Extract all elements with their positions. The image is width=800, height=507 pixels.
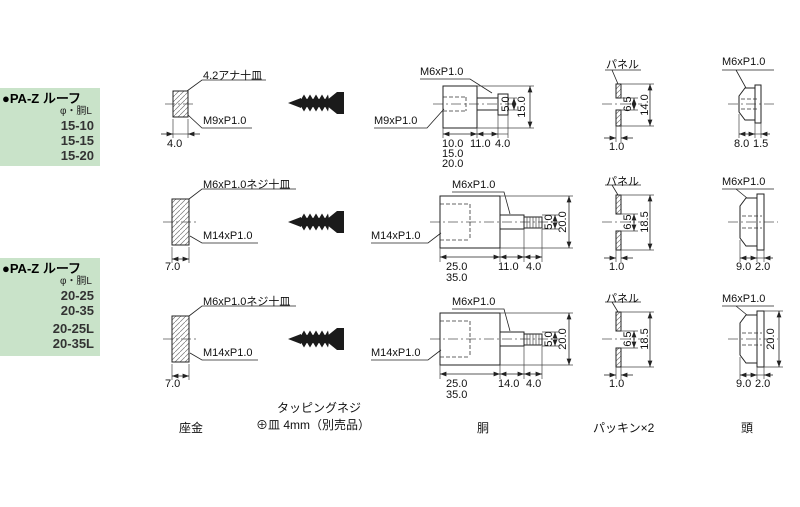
row1-washer-drawing bbox=[161, 79, 266, 138]
row2-washer-width-dim: 7.0 bbox=[165, 261, 181, 273]
product-size: 20-25 bbox=[60, 288, 94, 303]
row1-head-thread-label: M6xP1.0 bbox=[722, 56, 766, 68]
row2-head-thread-label: M6xP1.0 bbox=[722, 176, 766, 188]
row3-body-mid-dim: 14.0 bbox=[498, 378, 520, 390]
row1-panel-thickness-dim: 1.0 bbox=[609, 141, 625, 153]
row2-body-length-b-dim: 35.0 bbox=[446, 272, 468, 284]
row1-head-lip-dim: 1.5 bbox=[753, 138, 769, 150]
row2-head-width-dim: 9.0 bbox=[736, 261, 752, 273]
row1-body-mid-dim: 11.0 bbox=[470, 138, 491, 150]
row2-body-thread-label: M6xP1.0 bbox=[452, 179, 496, 191]
row3-panel-height-dim: 18.5 bbox=[639, 328, 651, 350]
product-block-1: ●PA-Z ルーフ φ・胴L 15-10 15-15 15-20 bbox=[0, 88, 100, 166]
product-size: 15-20 bbox=[60, 148, 94, 163]
row2-body-left-label: M14xP1.0 bbox=[371, 230, 421, 242]
row3-panel-label: パネル bbox=[606, 293, 639, 305]
row3-body-thread-label: M6xP1.0 bbox=[452, 296, 496, 308]
row1-body-length-c-dim: 20.0 bbox=[442, 158, 464, 170]
row1-panel-hole-dim: 6.5 bbox=[622, 96, 634, 112]
row2-washer-thread-label: M14xP1.0 bbox=[203, 230, 253, 242]
product-size: 15-10 bbox=[60, 118, 94, 133]
product-block-2: ●PA-Z ルーフ φ・胴L 20-25 20-35 20-25L 20-35L bbox=[0, 258, 100, 356]
row1-body-thread-label: M6xP1.0 bbox=[420, 66, 464, 78]
row1-body-left-label: M9xP1.0 bbox=[374, 115, 418, 127]
row3-body-length-b-dim: 35.0 bbox=[446, 389, 468, 401]
product-spec-label: φ・胴L bbox=[59, 276, 92, 287]
row1-head-drawing bbox=[722, 69, 775, 138]
row3-head-thread-label: M6xP1.0 bbox=[722, 293, 766, 305]
product-title: ●PA-Z ルーフ bbox=[2, 91, 82, 106]
product-title: ●PA-Z ルーフ bbox=[2, 261, 82, 276]
row3-body-tip-dim: 4.0 bbox=[526, 378, 542, 390]
row3-head-height-dim-lines bbox=[764, 310, 783, 368]
footer-washer-label: 座金 bbox=[179, 421, 204, 435]
row1-washer-thread-label: M9xP1.0 bbox=[203, 115, 247, 127]
row2-panel-label: パネル bbox=[606, 176, 639, 188]
footer-body-label: 胴 bbox=[477, 421, 490, 435]
row3-panel-hole-dim: 6.5 bbox=[622, 331, 634, 347]
row1-panel-height-dim: 14.0 bbox=[639, 94, 651, 116]
footer-screw-label-line1: タッピングネジ bbox=[277, 401, 362, 415]
footer-screw-label-line2: ⊕皿 4mm（別売品） bbox=[256, 418, 371, 432]
row2-panel-thickness-dim: 1.0 bbox=[609, 261, 625, 273]
row2-body-length-a-dim: 25.0 bbox=[446, 261, 468, 273]
row2-drawings bbox=[163, 185, 778, 263]
row2-body-shaft-dia-dim: 5.0 bbox=[543, 214, 555, 230]
row2-panel-height-dim: 18.5 bbox=[639, 211, 651, 233]
row3-head-lip-dim: 2.0 bbox=[755, 378, 771, 390]
row2-body-tip-dim: 4.0 bbox=[526, 261, 542, 273]
product-size: 15-15 bbox=[60, 133, 94, 148]
row3-head-height-dim: 20.0 bbox=[765, 328, 777, 350]
row1-screw-drawing bbox=[288, 92, 344, 114]
row3-body-shaft-dia-dim: 5.0 bbox=[543, 331, 555, 347]
row3-body-height-dim: 20.0 bbox=[557, 328, 569, 350]
row1-washer-width-dim: 4.0 bbox=[167, 138, 183, 150]
row1-panel-drawing bbox=[602, 69, 654, 142]
row3-panel-thickness-dim: 1.0 bbox=[609, 378, 625, 390]
row3-head-width-dim: 9.0 bbox=[736, 378, 752, 390]
product-spec-label: φ・胴L bbox=[59, 106, 92, 117]
row2-body-mid-dim: 11.0 bbox=[498, 261, 519, 273]
row1-body-length-a-dim: 10.0 bbox=[442, 138, 464, 150]
row3-drawings bbox=[163, 302, 778, 380]
row1-body-height-dim: 15.0 bbox=[516, 96, 528, 118]
row3-washer-top-label: M6xP1.0ネジ十皿 bbox=[203, 296, 291, 308]
row1-head-width-dim: 8.0 bbox=[734, 138, 750, 150]
row2-body-height-dim: 20.0 bbox=[557, 211, 569, 233]
product-size: 20-35L bbox=[52, 336, 94, 351]
row1-washer-top-label: 4.2アナ十皿 bbox=[203, 70, 263, 82]
row1-body-drawing bbox=[374, 78, 534, 138]
row3-washer-thread-label: M14xP1.0 bbox=[203, 347, 253, 359]
footer-packing-label: パッキン×2 bbox=[593, 421, 655, 435]
row2-washer-top-label: M6xP1.0ネジ十皿 bbox=[203, 179, 291, 191]
product-size: 20-35 bbox=[60, 303, 94, 318]
row3-body-left-label: M14xP1.0 bbox=[371, 347, 421, 359]
footer-head-label: 頭 bbox=[741, 421, 754, 435]
row2-panel-hole-dim: 6.5 bbox=[622, 214, 634, 230]
product-size: 20-25L bbox=[52, 321, 94, 336]
row1-body-length-b-dim: 15.0 bbox=[442, 148, 464, 160]
row2-head-lip-dim: 2.0 bbox=[755, 261, 771, 273]
row3-washer-width-dim: 7.0 bbox=[165, 378, 181, 390]
row1-body-tip-dim: 4.0 bbox=[495, 138, 511, 150]
row3-body-length-a-dim: 25.0 bbox=[446, 378, 468, 390]
row1-panel-label: パネル bbox=[606, 59, 639, 71]
row1-body-shaft-dia-dim: 5.0 bbox=[500, 96, 512, 112]
